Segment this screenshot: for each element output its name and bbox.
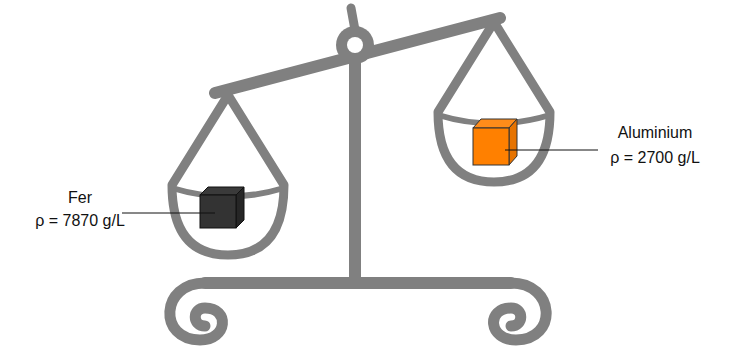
material-label: ρ = 7870 g/L [35,212,125,230]
material-label: Fer [68,189,92,207]
right-pan [438,22,550,182]
material-label: ρ = 2700 g/L [610,149,700,167]
base-curl-left [170,283,223,340]
base-bar [205,277,511,289]
leader-line [505,150,598,151]
left-pan [172,95,284,255]
pivot-hole [347,37,363,53]
post [349,45,361,285]
iron-cube [200,187,244,228]
base-curl-right [494,283,547,340]
aluminium-cube [473,119,517,165]
leader-line [122,213,215,214]
material-label: Aluminium [618,124,693,142]
pivot [336,26,374,64]
